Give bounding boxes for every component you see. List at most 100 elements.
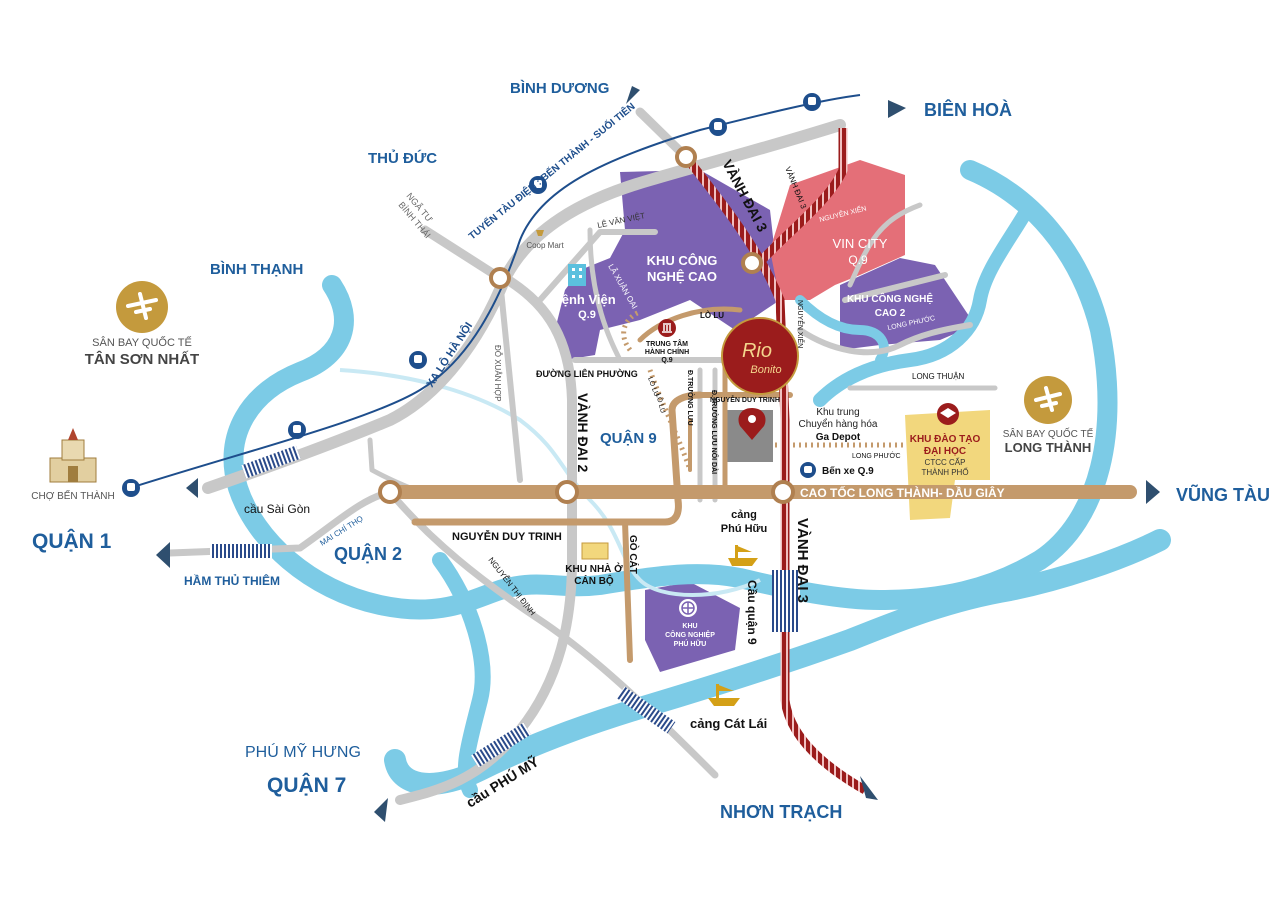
arrow-vung-tau-icon [1146,480,1160,504]
label-quan-9: QUẬN 9 [600,429,657,447]
label-cau-sai-gon: cầu Sài Gòn [244,502,310,516]
label-khu-dao-tao-4: THÀNH PHỐ [921,467,968,477]
metro-station-icons [122,93,821,497]
arrow-quan-1-icon [156,542,170,568]
label-khu-dao-tao-1: KHU ĐÀO TẠO [910,432,981,445]
label-do-xuan-hop: ĐỖ XUÂN HỢP [493,345,502,402]
label-ham-thu-thiem: HẦM THỦ THIÊM [184,573,280,588]
label-thu-duc: THỦ ĐỨC [368,149,437,167]
label-khu-dao-tao-3: CTCC CẤP [925,457,966,467]
tsn-line-2: TÂN SƠN NHẤT [85,350,199,368]
label-vung-tau: VŨNG TÀU [1176,484,1270,505]
label-benh-vien-1: Bệnh Viện [552,292,615,307]
label-khu-nha-o-1: KHU NHÀ Ở [565,562,623,575]
label-cang-phu-huu-1: cảng [731,509,757,521]
label-khu-cnc-1: KHU CÔNG [647,253,718,268]
arrow-bien-hoa-icon [888,100,906,118]
label-quan-1: QUẬN 1 [32,529,112,553]
label-long-thuan: LONG THUẬN [912,372,965,381]
label-ttcc-1: TRUNG TÂM [646,339,688,348]
arrow-nhon-trach-icon [860,776,878,800]
label-ttcc-2: HÀNH CHÍNH [645,347,689,356]
label-nhon-trach: NHƠN TRẠCH [720,802,842,822]
arrow-thu-thiem-left-icon [186,478,198,498]
label-benh-vien-2: Q.9 [578,309,596,321]
label-cang-phu-huu-2: Phú Hữu [721,523,767,535]
khu-cnc2-zone [840,258,975,350]
cat-lai-bridge [616,686,676,734]
arrow-quan-7-icon [374,798,388,822]
brown-roads [383,306,1137,663]
label-vin-city-2: Q.9 [848,253,868,267]
label-coop-mart: Coop Mart [526,241,564,250]
label-lo-lu-1: LÒ LU [700,311,724,320]
ham-thu-thiem-bridge [210,544,272,558]
label-khu-cn-ph-3: PHÚ HỮU [674,639,707,648]
cang-phu-huu-icon [728,545,758,566]
dotted-la-xuan-oai [621,309,693,471]
label-khu-cnc2-1: KHU CÔNG NGHỆ [847,292,933,305]
label-nguyen-duy-trinh-small: NGUYỄN DUY TRINH [710,395,780,404]
rio-bonito-logo: Rio Bonito [721,317,799,395]
cang-cat-lai-icon [708,684,740,706]
cau-quan-9-bridge [772,570,800,632]
thin-stream [339,368,761,597]
label-binh-thanh: BÌNH THẠNH [210,261,303,278]
label-vanh-dai-2: VÀNH ĐAI 2 [575,393,591,473]
lt-line-2: LONG THÀNH [1005,440,1092,455]
khu-cn-phu-huu-zone [645,582,740,672]
label-quan-7: QUẬN 7 [267,773,346,797]
metro-line [129,94,861,489]
airport-tsn-icon [116,281,168,333]
admin-center-icon [658,319,676,337]
label-quan-2: QUẬN 2 [334,543,402,564]
label-vanh-dai-3-bottom: VÀNH ĐAI 3 [794,518,811,603]
label-duong-lien-phuong: ĐƯỜNG LIÊN PHƯỜNG [536,368,638,379]
label-cho-ben-thanh: CHỢ BẾN THÀNH [31,489,114,502]
label-ttcc-3: Q.9 [661,357,672,364]
label-binh-duong: BÌNH DƯƠNG [510,80,609,97]
label-lo-lu-3: LÒ LU [654,392,668,414]
location-pin-icon [738,408,766,440]
label-khu-cnc2-2: CAO 2 [875,308,906,319]
brand-line-2: Bonito [750,364,781,376]
label-khu-nha-o-2: CÁN BỘ [574,574,614,587]
label-nguyen-xien-2: NGUYỄN XIỂN [796,300,805,348]
label-depot-1: Khu trung [816,407,859,418]
cart-icon [536,230,544,236]
vanh-dai-3-branch [756,128,848,266]
globe-icon [679,599,697,617]
label-bien-hoa: BIÊN HOÀ [924,99,1012,120]
label-phu-my-hung: PHÚ MỸ HƯNG [245,741,361,761]
arrow-binh-duong-icon [626,86,640,104]
label-cang-cat-lai: cảng Cát Lái [690,716,767,731]
label-khu-cnc-2: NGHỆ CAO [647,269,717,284]
label-khu-dao-tao-2: ĐẠI HỌC [924,446,966,457]
vanh-dai-3-road [682,154,868,794]
vin-city-zone [770,160,905,300]
graduation-cap-icon [937,403,959,425]
direction-arrows [156,86,1160,822]
label-nguyen-duy-trinh: NGUYỄN DUY TRINH [452,530,562,543]
airport-lt-icon [1024,376,1072,424]
cau-phu-my-bridge [471,722,531,768]
label-truong-luu: Đ.TRƯỜNG LƯU [686,370,695,426]
label-go-cat: GÒ CÁT [627,535,640,574]
hospital-icon [568,264,586,286]
label-ben-xe: Bến xe Q.9 [822,465,874,477]
label-depot-2: Chuyển hàng hóa [799,418,878,430]
label-depot-3: Ga Depot [816,432,861,443]
label-long-phuoc-2: LONG PHƯỚC [852,451,901,460]
cau-sai-gon-bridge [241,445,301,479]
label-cao-toc: CAO TỐC LONG THÀNH- DẦU GIÂY [800,485,1005,500]
lt-line-1: SÂN BAY QUỐC TẾ [1003,426,1094,440]
junctions [378,146,795,504]
tsn-line-1: SÂN BAY QUỐC TẾ [92,335,192,349]
cho-ben-thanh-icon [49,428,97,483]
label-khu-cn-ph-2: CÔNG NGHIỆP [665,630,715,639]
label-cau-quan-9: Cầu quận 9 [745,580,759,645]
khu-cong-nghe-cao-zone [555,170,780,360]
label-truong-luu-noi-dai: Đ.TRƯỜNG LƯU NỐI DÀI [710,390,720,474]
brand-line-1: Rio [742,340,772,362]
